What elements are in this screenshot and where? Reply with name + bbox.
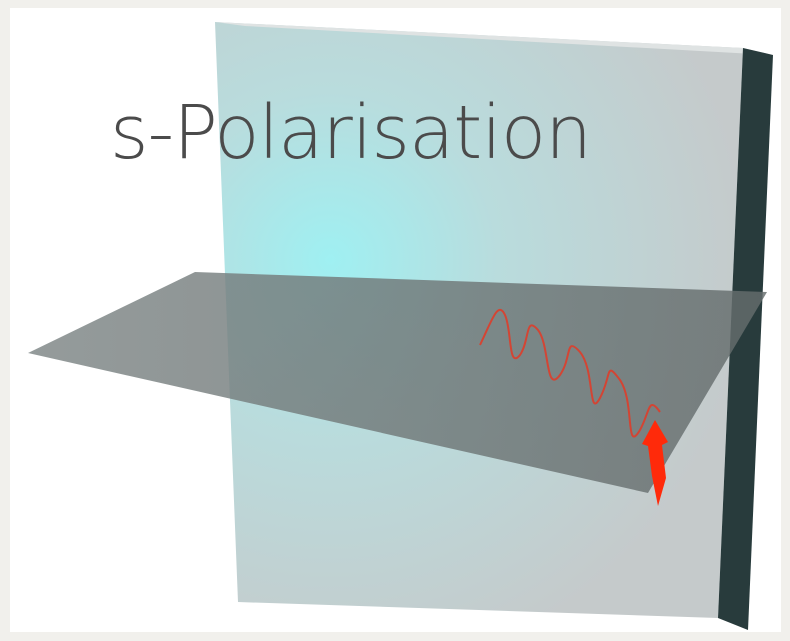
- glass-slab-side: [718, 48, 773, 630]
- glass-slab-top: [215, 22, 773, 55]
- slide-title: s-Polarisation: [110, 90, 592, 176]
- plane-of-incidence: [28, 272, 767, 493]
- wave-path: [479, 308, 661, 438]
- field-arrow-icon: [642, 420, 668, 506]
